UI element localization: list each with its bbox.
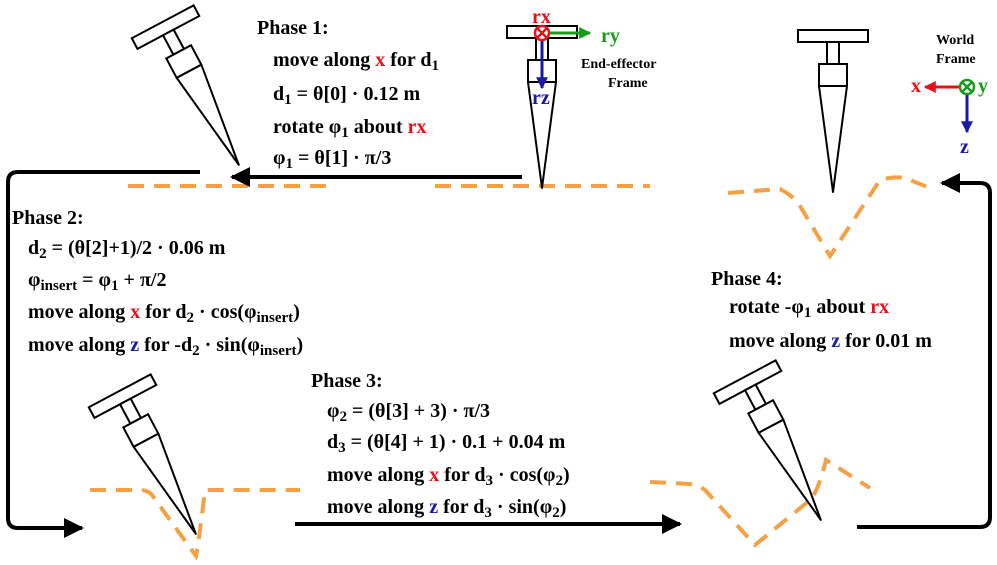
world-x-label: x — [911, 75, 921, 97]
phase4-line1: rotate -φ1 about rx — [729, 296, 890, 321]
phase4-line2: move along z for 0.01 m — [729, 330, 932, 352]
ee-rx-label: rx — [532, 6, 551, 28]
tool-phase3 — [712, 359, 853, 538]
phase2-line4: move along z for -d2 · sin(φinsert) — [28, 334, 304, 359]
world-caption-2: Frame — [936, 52, 976, 67]
phase1-line2: d1 = θ[0] · 0.12 m — [273, 83, 421, 108]
phase1-line3: rotate φ1 about rx — [273, 116, 427, 141]
phase2-title: Phase 2: — [12, 207, 84, 229]
ee-rz-label: rz — [532, 87, 550, 109]
tool-phase1 — [130, 4, 271, 183]
tool-phase4-start — [797, 29, 869, 193]
phase1-title: Phase 1: — [257, 17, 329, 39]
phase1-line1: move along x for d1 — [273, 49, 440, 74]
ee-caption-1: End-effector — [581, 57, 657, 72]
phase3-title: Phase 3: — [311, 370, 383, 392]
phase2-line1: d2 = (θ[2]+1)/2 · 0.06 m — [28, 237, 226, 262]
phase4-title: Phase 4: — [711, 268, 783, 290]
process-arrows — [6, 167, 992, 538]
ee-caption-2: Frame — [608, 76, 648, 91]
phase3-line3: move along x for d3 · cos(φ2) — [327, 464, 570, 489]
phase2-line2: φinsert = φ1 + π/2 — [28, 269, 167, 294]
tool-phase2 — [87, 373, 228, 552]
phase3-line2: d3 = (θ[4] + 1) · 0.1 + 0.04 m — [327, 431, 566, 456]
world-caption-1: World — [936, 33, 975, 48]
ee-frame-axes — [533, 24, 592, 90]
phase1-line4: φ1 = θ[1] · π/3 — [273, 147, 392, 172]
world-y-label: y — [978, 75, 988, 97]
ee-ry-label: ry — [601, 25, 620, 47]
world-z-label: z — [960, 136, 969, 158]
world-frame-axes — [923, 78, 976, 134]
phase3-line1: φ2 = (θ[3] + 3) · π/3 — [327, 400, 491, 425]
phase2-line3: move along x for d2 · cos(φinsert) — [28, 301, 300, 326]
phase3-line4: move along z for d3 · sin(φ2) — [327, 496, 567, 521]
